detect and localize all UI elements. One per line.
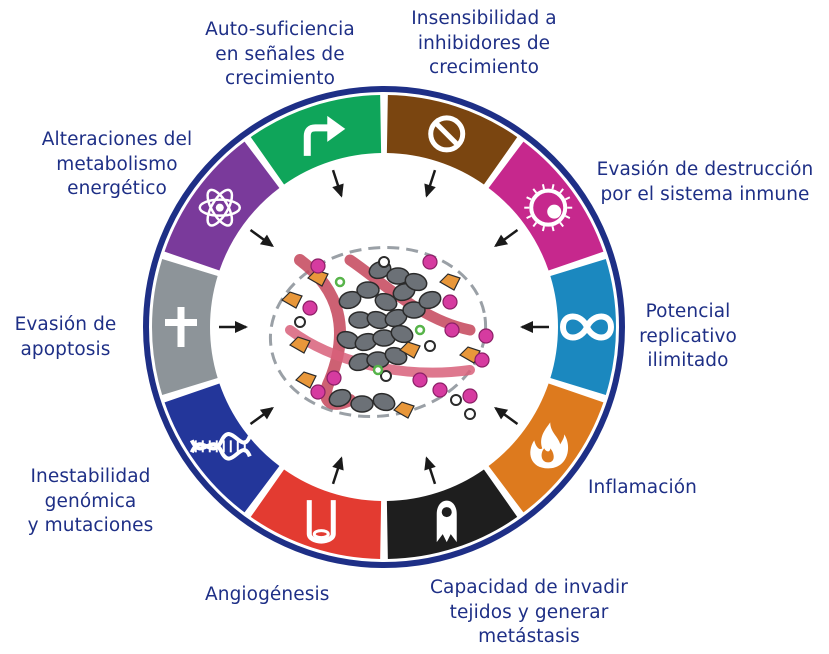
flame-icon xyxy=(530,422,569,469)
immune-cell-icon xyxy=(524,184,573,232)
inward-arrow xyxy=(424,456,437,485)
segment-immune xyxy=(488,141,604,271)
tumor-illustration xyxy=(268,245,494,420)
outer-ring-outline xyxy=(143,86,625,568)
blood-vessel-icon xyxy=(306,500,336,544)
segment-replicative xyxy=(550,258,616,396)
inward-arrow xyxy=(219,321,248,333)
label-angiogenesis: Angiogénesis xyxy=(205,584,330,605)
segment-group xyxy=(151,95,616,559)
inward-arrow xyxy=(494,406,519,425)
cross-icon xyxy=(165,307,197,347)
arrow-group xyxy=(219,169,549,485)
inward-arrow xyxy=(520,321,549,333)
inward-arrow xyxy=(494,229,519,248)
invading-cell-icon xyxy=(436,500,457,543)
segment-growth-signals xyxy=(250,95,382,185)
label-inflammation: Inflamación xyxy=(588,477,697,498)
inward-arrow xyxy=(424,169,437,198)
inward-arrow xyxy=(249,229,274,248)
inward-arrow xyxy=(331,456,344,485)
infinity-icon xyxy=(559,313,615,341)
dna-helix-icon xyxy=(189,432,252,461)
inward-arrow xyxy=(331,169,344,198)
segment-genome xyxy=(164,383,280,513)
inward-arrow xyxy=(249,406,274,425)
atom-icon xyxy=(198,188,242,227)
segment-apoptosis xyxy=(151,258,218,396)
arrow-up-right-icon xyxy=(303,115,346,156)
prohibited-icon xyxy=(428,115,466,153)
segment-angiogenesis xyxy=(250,469,382,559)
